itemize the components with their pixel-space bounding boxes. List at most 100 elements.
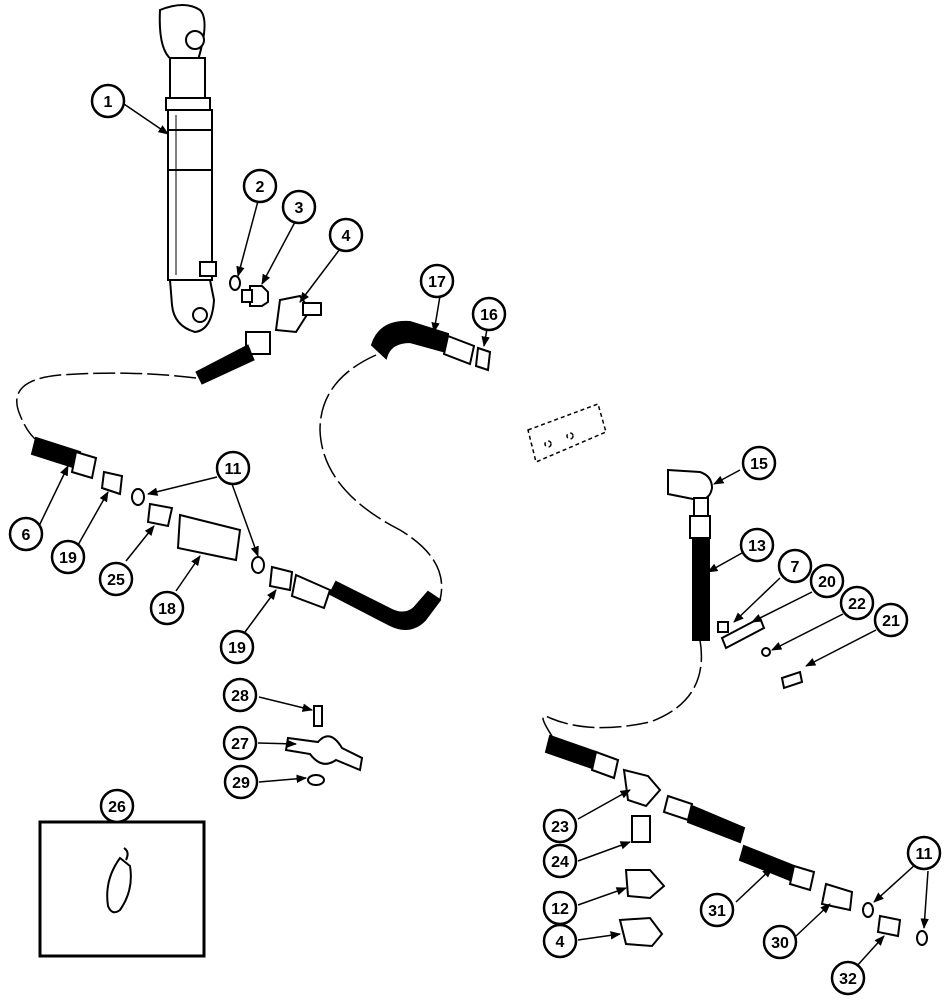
callout-circle bbox=[99, 788, 135, 824]
callout-circle bbox=[739, 527, 775, 563]
callout-circle bbox=[839, 585, 875, 621]
callout-label: 16 bbox=[480, 307, 498, 324]
bracket-plate bbox=[527, 403, 607, 464]
hose-upper-mid bbox=[370, 320, 492, 372]
callout-label: 15 bbox=[750, 456, 768, 473]
callout-label: 30 bbox=[771, 935, 789, 952]
callout-label: 6 bbox=[22, 527, 31, 544]
hose-upper-left bbox=[195, 344, 255, 385]
hose-dashed-mid bbox=[319, 354, 443, 601]
callout-circle bbox=[50, 539, 86, 575]
callout-label: 20 bbox=[818, 574, 836, 591]
callout-circle bbox=[90, 83, 126, 119]
callout-c24: 24 bbox=[542, 843, 578, 879]
callout-c20: 20 bbox=[809, 563, 845, 599]
callout-c30: 30 bbox=[762, 924, 798, 960]
clamp-assembly bbox=[284, 705, 364, 786]
callout-c27: 27 bbox=[222, 725, 258, 761]
callout-circle bbox=[281, 189, 317, 225]
callout-circle bbox=[328, 217, 364, 253]
callout-label: 32 bbox=[839, 971, 857, 988]
callout-circle bbox=[542, 843, 578, 879]
callout-label: 2 bbox=[256, 179, 265, 196]
callout-c29: 29 bbox=[223, 764, 259, 800]
callout-label: 23 bbox=[551, 819, 569, 836]
callout-circle bbox=[471, 296, 507, 332]
leader-lines bbox=[38, 103, 929, 968]
callout-c21: 21 bbox=[873, 602, 909, 638]
callout-c2: 2 bbox=[242, 168, 278, 204]
callout-c22: 22 bbox=[839, 585, 875, 621]
callout-c19a: 19 bbox=[50, 539, 86, 575]
lower-right-hose-assembly bbox=[544, 734, 928, 948]
callout-label: 11 bbox=[225, 461, 242, 478]
callout-c7: 7 bbox=[777, 548, 813, 584]
callout-label: 25 bbox=[107, 572, 125, 589]
callout-label: 31 bbox=[708, 903, 726, 920]
callout-circle bbox=[809, 563, 845, 599]
callout-circle bbox=[222, 677, 258, 713]
callout-circle bbox=[219, 629, 255, 665]
callout-label: 1 bbox=[104, 94, 113, 111]
callout-circle bbox=[242, 168, 278, 204]
callout-label: 29 bbox=[232, 775, 250, 792]
callout-c31: 31 bbox=[699, 892, 735, 928]
hose-dashed-right bbox=[542, 639, 703, 737]
callout-c18: 18 bbox=[149, 590, 185, 626]
callout-circle bbox=[419, 263, 455, 299]
callout-c32: 32 bbox=[830, 960, 866, 996]
callout-label: 18 bbox=[158, 601, 176, 618]
callout-circle bbox=[830, 960, 866, 996]
coupler-assembly bbox=[30, 436, 442, 630]
callout-c12: 12 bbox=[542, 890, 578, 926]
callout-c11b: 11 bbox=[906, 835, 942, 871]
callout-c13: 13 bbox=[739, 527, 775, 563]
callout-c17: 17 bbox=[419, 263, 455, 299]
callout-c4a: 4 bbox=[328, 217, 364, 253]
callout-label: 28 bbox=[231, 688, 249, 705]
callout-label: 12 bbox=[551, 901, 569, 918]
callout-label: 11 bbox=[916, 846, 933, 863]
callout-label: 19 bbox=[59, 550, 77, 567]
callout-circle bbox=[699, 892, 735, 928]
vertical-pipe-assembly bbox=[667, 468, 804, 690]
callout-c4b: 4 bbox=[542, 923, 578, 959]
callout-label: 13 bbox=[748, 538, 766, 555]
callout-c16: 16 bbox=[471, 296, 507, 332]
callout-circle bbox=[762, 924, 798, 960]
cylinder-fittings bbox=[229, 275, 322, 355]
callout-c19b: 19 bbox=[219, 629, 255, 665]
callout-circle bbox=[8, 516, 44, 552]
callout-label: 24 bbox=[551, 854, 569, 871]
callout-circle bbox=[98, 561, 134, 597]
callout-c15: 15 bbox=[741, 445, 777, 481]
callout-c1: 1 bbox=[90, 83, 126, 119]
callout-circle bbox=[873, 602, 909, 638]
callout-circle bbox=[741, 445, 777, 481]
callout-c26: 26 bbox=[99, 788, 135, 824]
callout-c6: 6 bbox=[8, 516, 44, 552]
callout-label: 21 bbox=[882, 613, 900, 630]
callout-group: 1234171611619251819151372022212827292623… bbox=[8, 83, 942, 996]
callout-label: 19 bbox=[228, 640, 246, 657]
hose-dashed-left bbox=[16, 372, 197, 446]
callout-label: 3 bbox=[295, 200, 304, 217]
callout-circle bbox=[542, 808, 578, 844]
callout-c23: 23 bbox=[542, 808, 578, 844]
hydraulic-cylinder bbox=[158, 4, 217, 334]
callout-circle bbox=[215, 450, 251, 486]
tag-box bbox=[38, 820, 206, 958]
callout-circle bbox=[777, 548, 813, 584]
callout-label: 4 bbox=[342, 228, 351, 245]
callout-c25: 25 bbox=[98, 561, 134, 597]
callout-label: 17 bbox=[428, 274, 446, 291]
callout-label: 4 bbox=[556, 934, 565, 951]
callout-c11a: 11 bbox=[215, 450, 251, 486]
callout-circle bbox=[222, 725, 258, 761]
callout-circle bbox=[906, 835, 942, 871]
callout-label: 27 bbox=[231, 736, 249, 753]
callout-label: 22 bbox=[848, 596, 866, 613]
callout-circle bbox=[149, 590, 185, 626]
